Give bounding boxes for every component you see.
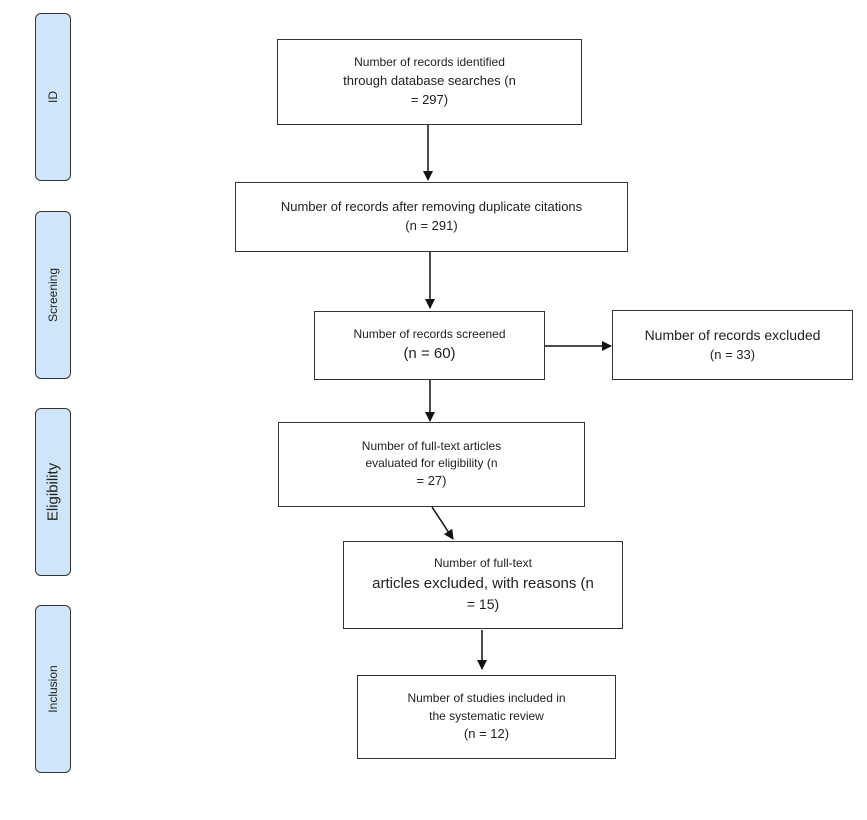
arrow-fulltext-to-excluded xyxy=(431,506,454,540)
box-fulltext-assessed: Number of full-text articles evaluated f… xyxy=(278,422,585,507)
box-studies-included: Number of studies included in the system… xyxy=(357,675,616,759)
stage-eligibility: Eligibility xyxy=(35,408,71,576)
stage-screening: Screening xyxy=(35,211,71,379)
stage-inclusion: Inclusion xyxy=(35,605,71,773)
box-line: Number of records screened xyxy=(353,326,506,341)
box-line: = 15) xyxy=(466,596,500,613)
box-line: Number of studies included in xyxy=(407,691,566,706)
box-line: Number of full-text articles xyxy=(361,438,502,453)
box-line: Number of full-text xyxy=(433,556,533,571)
stage-id: ID xyxy=(35,13,71,181)
box-records-excluded: Number of records excluded (n = 33) xyxy=(612,310,853,380)
box-records-identified: Number of records identified through dat… xyxy=(277,39,582,125)
box-line: articles excluded, with reasons (n xyxy=(372,574,594,592)
box-line: Number of records after removing duplica… xyxy=(280,199,583,215)
box-line: = 27) xyxy=(416,473,447,489)
box-line: through database searches (n xyxy=(343,72,516,88)
box-line: = 297) xyxy=(410,91,449,107)
box-line: (n = 291) xyxy=(405,218,458,233)
box-records-screened: Number of records screened (n = 60) xyxy=(314,311,545,380)
box-line: evaluated for eligibility (n xyxy=(365,456,498,471)
box-line: Number of records identified xyxy=(354,55,505,70)
box-duplicates-removed: Number of records after removing duplica… xyxy=(235,182,628,252)
box-line: the systematic review xyxy=(429,708,544,723)
box-line: (n = 60) xyxy=(403,345,456,363)
box-line: Number of records excluded xyxy=(644,327,821,344)
box-line: (n = 12) xyxy=(463,725,510,741)
box-line: (n = 33) xyxy=(709,346,756,362)
box-fulltext-excluded: Number of full-text articles excluded, w… xyxy=(343,541,623,629)
